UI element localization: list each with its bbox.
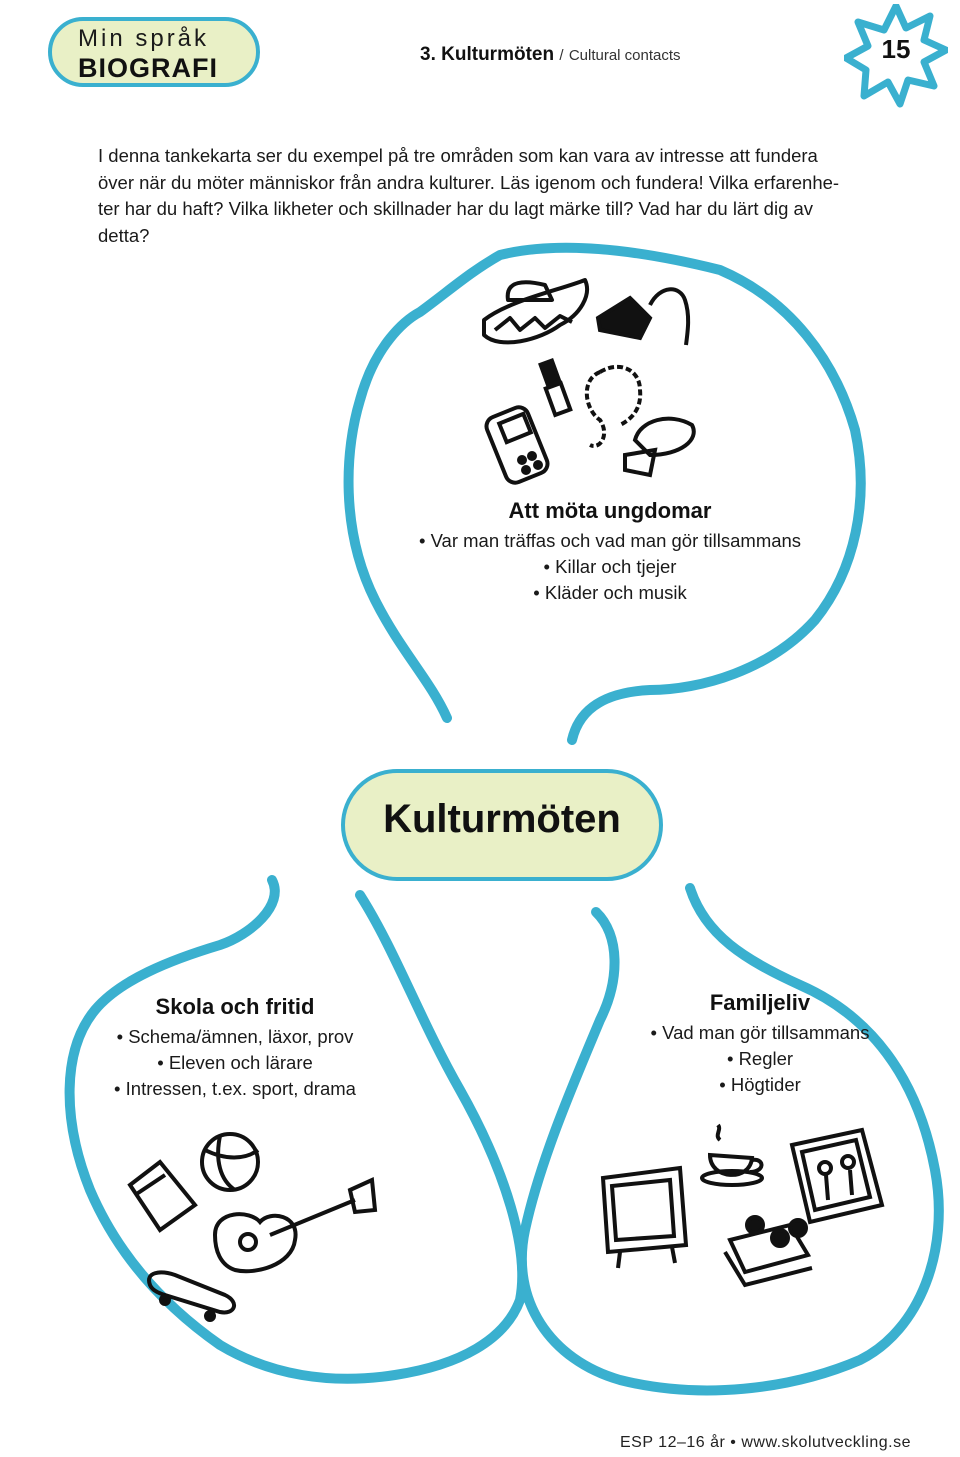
guitar-icon	[212, 1177, 378, 1274]
footer-text: ESP 12–16 år • www.skolutveckling.se	[620, 1434, 911, 1451]
coffee-cup-icon	[700, 1123, 764, 1187]
bag-icon	[595, 287, 691, 346]
skateboard-icon	[147, 1270, 236, 1322]
topic-list: Var man träffas och vad man gör tillsamm…	[360, 528, 860, 606]
list-item: Regler	[585, 1046, 935, 1072]
topic-heading: Familjeliv	[709, 990, 811, 1015]
logo-badge	[48, 17, 260, 87]
list-item: Killar och tjejer	[360, 554, 860, 580]
page-number: 15	[881, 34, 911, 64]
topic-list: Vad man gör tillsammans Regler Högtider	[585, 1020, 935, 1098]
topic-young-people: Att möta ungdomar Var man träffas och va…	[360, 498, 860, 606]
intro-text: I denna tankekarta ser du exempel på tre…	[98, 143, 878, 249]
ball-icon	[200, 1132, 260, 1192]
sombrero-icon	[482, 278, 589, 345]
chapter-heading: 3. Kulturmöten / Cultural contacts	[420, 44, 681, 66]
center-node-text: Kulturmöten	[383, 797, 621, 841]
topic-heading: Att möta ungdomar	[508, 498, 712, 523]
list-item: Schema/ämnen, läxor, prov	[60, 1024, 410, 1050]
topic-list: Schema/ämnen, läxor, prov Eleven och lär…	[60, 1024, 410, 1102]
list-item: Var man träffas och vad man gör tillsamm…	[360, 528, 860, 554]
right-bubble-outline	[516, 883, 944, 1396]
topic-school-leisure: Skola och fritid Schema/ämnen, läxor, pr…	[60, 994, 410, 1102]
lipstick-icon	[538, 358, 573, 418]
book-icon	[127, 1159, 198, 1233]
cake-icon	[723, 1215, 813, 1288]
chapter-separator: /	[559, 47, 564, 64]
chapter-subtitle: Cultural contacts	[568, 47, 681, 64]
mobile-phone-icon	[484, 405, 550, 485]
logo-bottom-text: BIOGRAFI	[78, 53, 218, 83]
list-item: Vad man gör tillsammans	[585, 1020, 935, 1046]
logo-top-text: Min språk	[78, 25, 210, 52]
intro-line: ter har du haft? Vilka likheter och skil…	[98, 198, 814, 219]
necklace-icon	[584, 364, 643, 448]
chapter-title: Kulturmöten	[441, 44, 555, 65]
tv-icon	[600, 1165, 689, 1269]
star-badge-icon	[844, 4, 948, 108]
intro-line: I denna tankekarta ser du exempel på tre…	[98, 145, 818, 166]
list-item: Kläder och musik	[360, 580, 860, 606]
chapter-number: 3.	[420, 44, 436, 65]
top-bubble-outline	[343, 242, 866, 745]
left-bubble-outline	[64, 875, 528, 1384]
topic-family-life: Familjeliv Vad man gör tillsammans Regle…	[585, 990, 935, 1098]
family-photo-icon	[789, 1127, 885, 1225]
topic-heading: Skola och fritid	[155, 994, 315, 1019]
list-item: Högtider	[585, 1072, 935, 1098]
center-node	[341, 769, 663, 881]
list-item: Eleven och lärare	[60, 1050, 410, 1076]
intro-line: över när du möter människor från andra k…	[98, 171, 840, 193]
intro-line: detta?	[98, 224, 150, 246]
list-item: Intressen, t.ex. sport, drama	[60, 1076, 410, 1102]
cap-icon	[623, 416, 696, 478]
